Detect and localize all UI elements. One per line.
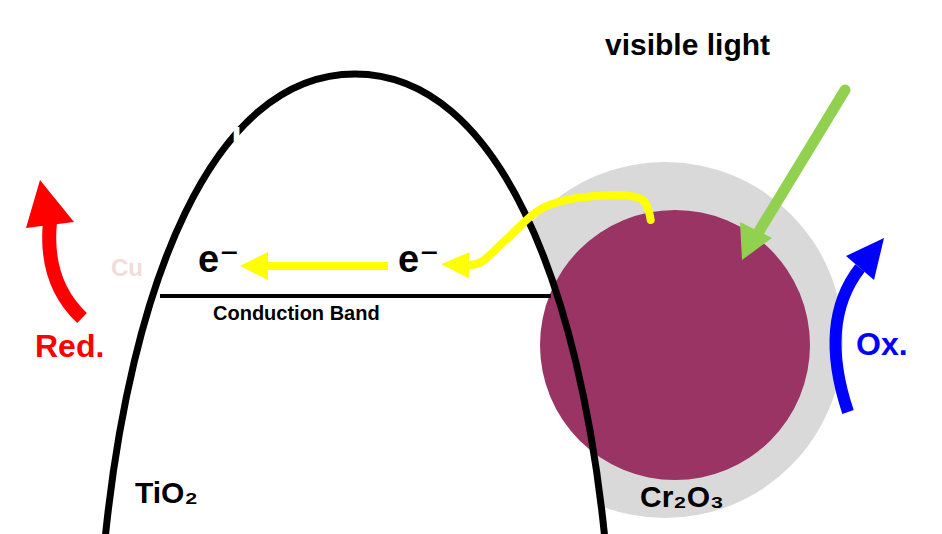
electron-symbol: e⁻ <box>161 60 202 98</box>
particle-fill <box>540 210 810 480</box>
material-label: Cr₂O₃ <box>640 482 724 512</box>
particle-circle-outline <box>540 210 810 480</box>
plus-sign: + <box>213 86 234 122</box>
band-label: Conduction Band <box>213 303 380 323</box>
oxidation-arrow-head <box>846 238 884 280</box>
reduction-arrow-head <box>26 180 74 228</box>
shell-circle: e⁻+h⁺CuCr₂O₃ <box>487 162 843 518</box>
light-label: visible light <box>605 30 770 60</box>
electron-symbol: e⁻ <box>198 240 239 278</box>
hole-symbol: h⁺ <box>231 123 277 163</box>
electron-arrow <box>264 262 388 270</box>
band-mask <box>105 74 605 534</box>
oxidation-label: Ox. <box>856 328 908 360</box>
material-label: Cu <box>111 256 143 280</box>
band-shape-outline <box>98 70 614 534</box>
band-outline <box>105 74 605 534</box>
particle-circle: e⁻+h⁺Cu <box>540 210 810 480</box>
light-arrow <box>755 90 845 238</box>
conduction-band-line <box>160 294 551 298</box>
electron-symbol: e⁻ <box>398 240 439 278</box>
band-shape: e⁻ e⁻ Conduction BandTiO₂ <box>98 70 614 534</box>
material-label: TiO₂ <box>135 478 198 508</box>
reduction-label: Red. <box>35 330 104 362</box>
reduction-arrow <box>49 222 82 318</box>
